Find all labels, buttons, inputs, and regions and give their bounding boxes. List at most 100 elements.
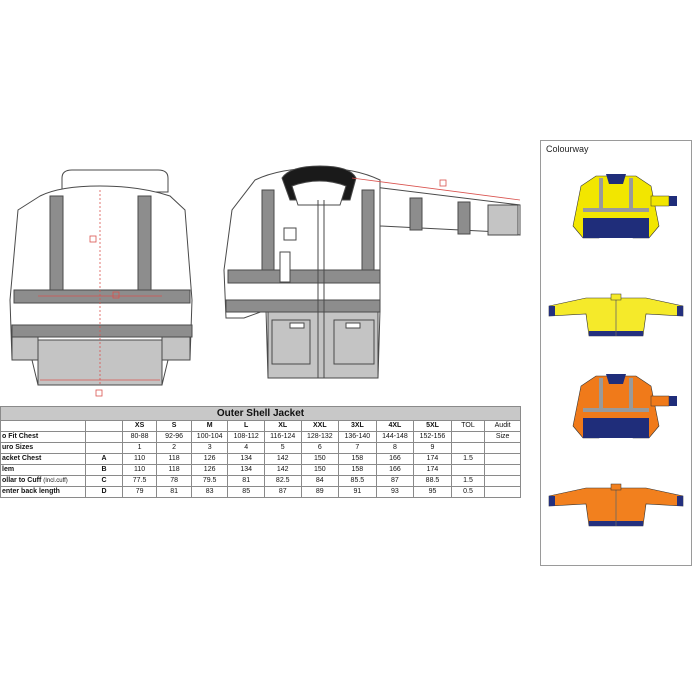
cell-value: 108-112 [227,431,265,443]
cell-value: 118 [156,464,192,476]
size-header: XS [121,420,158,432]
cell-value: 3 [190,442,229,454]
cell-value: 1 [121,442,158,454]
cell-value: 85.5 [338,475,377,487]
cell-value: 174 [413,464,452,476]
audit-header: Audit [484,420,521,432]
cell-tol [450,442,486,454]
size-header: 4XL [375,420,415,432]
cell-value: 110 [121,464,158,476]
row-label: o Fit Chest [0,431,87,443]
colourway-panel: Colourway [540,140,692,566]
cell-value: 87 [375,475,415,487]
cell-value: 142 [263,464,302,476]
jacket-back-view [9,169,193,386]
cell-audit [484,475,521,487]
cell-value: 126 [190,453,229,465]
cell-value: 6 [300,442,340,454]
cell-value: 78 [156,475,192,487]
cell-value: 136-140 [338,431,377,443]
cell-value: 82.5 [263,475,302,487]
cell-audit [484,442,521,454]
row-label: uro Sizes [0,442,87,454]
cell-value: 93 [375,486,415,498]
cell-value: 5 [263,442,302,454]
cell-value: 88.5 [413,475,452,487]
cell-tol: 1.5 [450,475,486,487]
cell-value: 81 [156,486,192,498]
cell-value: 9 [413,442,452,454]
size-spec-table: Outer Shell Jacket XS S M L XL XXL 3XL 4… [0,406,521,498]
cell-value: 118 [156,453,192,465]
cell-value: 158 [338,464,377,476]
cell-value: 134 [227,453,265,465]
cell-audit [484,453,521,465]
cell-value: 91 [338,486,377,498]
row-label: lem [0,464,87,476]
cell-value: 7 [338,442,377,454]
cell-tol: 1.5 [450,453,486,465]
cell-value: 2 [156,442,192,454]
cell-value: 166 [375,464,415,476]
cell-tol [450,464,486,476]
cell-value: 128-132 [300,431,340,443]
colourway-orange-navy [572,374,677,439]
cell-value: 80-88 [121,431,158,443]
cell-value: 85 [227,486,265,498]
jacket-front-view [223,165,521,379]
cell-value: 79 [121,486,158,498]
cell-value: 77.5 [121,475,158,487]
size-header: L [227,420,265,432]
cell-audit [484,464,521,476]
cell-value: 110 [121,453,158,465]
cell-value: 100-104 [190,431,229,443]
cell-value: 174 [413,453,452,465]
cell-value: 134 [227,464,265,476]
cell-value: 8 [375,442,415,454]
row-code: A [85,453,123,465]
cell-value: 84 [300,475,340,487]
row-code [85,442,123,454]
colourway-yellow-navy [572,174,677,239]
size-header: 3XL [338,420,377,432]
size-header: M [190,420,229,432]
size-header: 5XL [413,420,452,432]
cell-value: 83 [190,486,229,498]
cell-value: 87 [263,486,302,498]
cell-value: 142 [263,453,302,465]
size-header: XL [263,420,302,432]
table-title: Outer Shell Jacket [0,406,521,421]
cell-tol [450,431,486,443]
cell-audit [484,486,521,498]
cell-value: 116-124 [263,431,302,443]
cell-value: 158 [338,453,377,465]
size-header: S [156,420,192,432]
colourway-orange-liner [548,483,684,527]
cell-value: 150 [300,453,340,465]
jacket-technical-sketch [9,165,521,397]
measure-lines-front [351,177,521,201]
cell-value: 92-96 [156,431,192,443]
cell-value: 166 [375,453,415,465]
measure-lines-back [38,235,162,397]
colourway-yellow-liner [548,293,684,337]
tol-header: TOL [450,420,486,432]
colourway-label: Colourway [546,144,589,154]
row-code [85,431,123,443]
cell-value: 126 [190,464,229,476]
size-header-row: XS S M L XL XXL 3XL 4XL 5XL TOL Audit [0,420,521,432]
row-code: B [85,464,123,476]
cell-value: 81 [227,475,265,487]
cell-value: 89 [300,486,340,498]
cell-value: 79.5 [190,475,229,487]
cell-audit: Size [484,431,521,443]
row-code: C [85,475,123,487]
cell-value: 95 [413,486,452,498]
cell-value: 144-148 [375,431,415,443]
